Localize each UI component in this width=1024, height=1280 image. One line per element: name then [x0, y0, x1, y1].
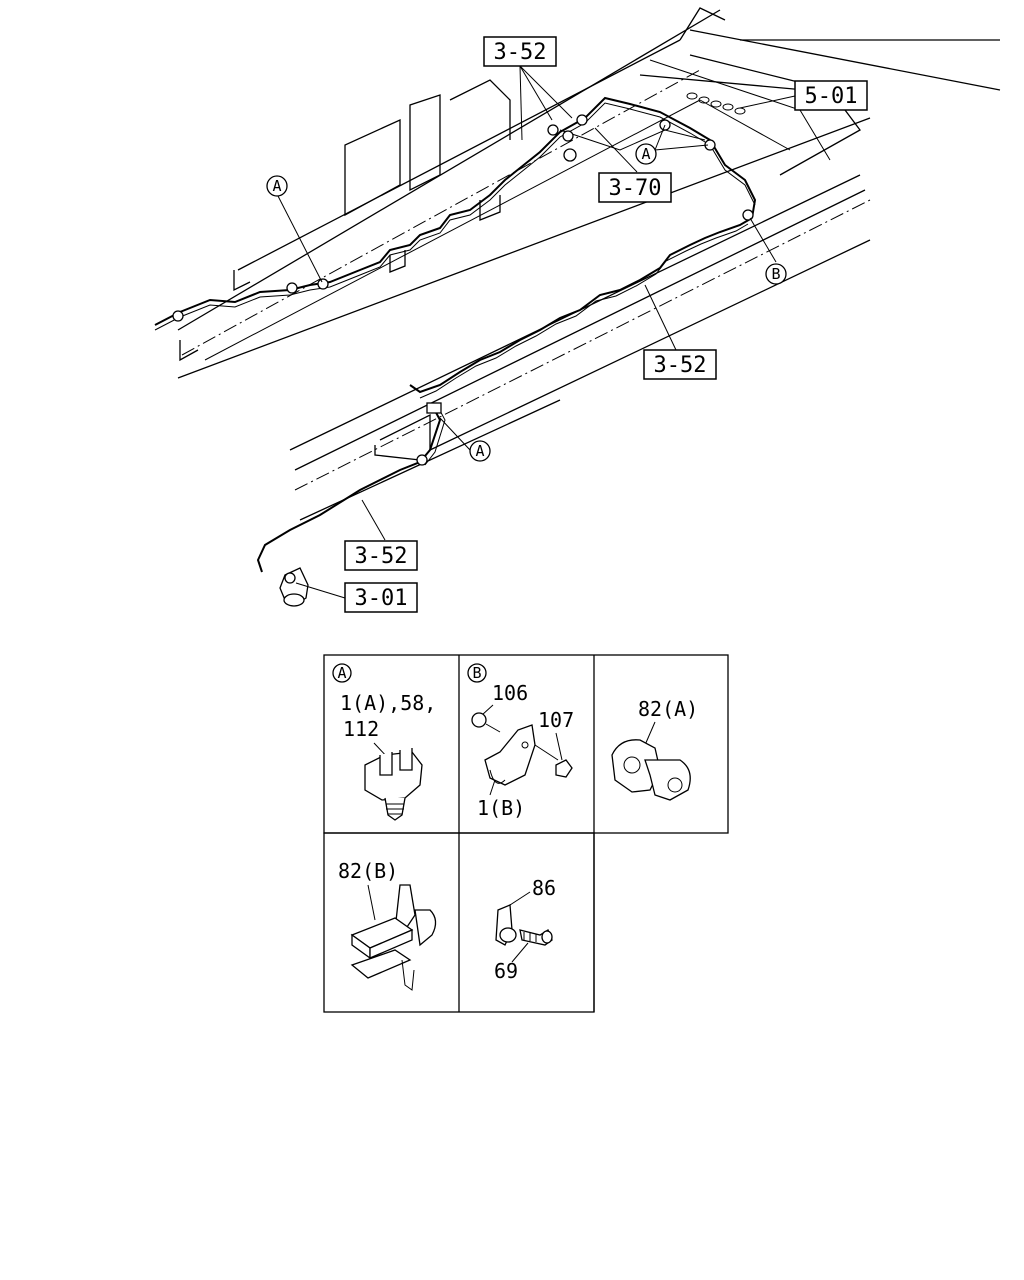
brake-pipes — [154, 96, 757, 573]
callout-3-52-top: 3-52 — [483, 36, 557, 67]
marker-a-bottom: A — [469, 440, 491, 462]
clamp-86-drawing — [495, 904, 553, 946]
chassis-frame — [177, 7, 1001, 521]
svg-text:A: A — [475, 442, 484, 460]
marker-b: B — [765, 263, 787, 285]
detail-82b: 82(B) — [338, 859, 437, 991]
callout-5-01: 5-01 — [794, 80, 868, 111]
part-86-label: 86 — [532, 876, 556, 900]
leader-lines — [277, 65, 796, 599]
clip-82b-drawing — [350, 884, 437, 991]
marker-a-left: A — [266, 175, 288, 197]
svg-text:B: B — [771, 265, 780, 283]
detail-grid — [323, 654, 729, 1013]
callout-3-52-right: 3-52 — [643, 349, 717, 380]
part-82a-label: 82(A) — [638, 697, 698, 721]
detail-b: B 106 107 1(B) — [467, 663, 574, 820]
callout-3-01: 3-01 — [344, 582, 418, 613]
callout-label: 5-01 — [805, 84, 858, 109]
callout-label: 3-01 — [355, 586, 408, 611]
detail-a-label-1: 1(A),58, — [340, 691, 436, 715]
callout-label: 3-70 — [609, 176, 662, 201]
brake-hose-fitting — [279, 567, 309, 607]
svg-text:A: A — [272, 177, 281, 195]
callout-3-52-bottom: 3-52 — [344, 540, 418, 571]
clip-82a-drawing — [611, 739, 691, 801]
marker-a-top: A — [635, 143, 657, 165]
part-82b-label: 82(B) — [338, 859, 398, 883]
part-1b-label: 1(B) — [477, 796, 525, 820]
callout-label: 3-52 — [355, 544, 408, 569]
part-69-label: 69 — [494, 959, 518, 983]
part-106-label: 106 — [492, 681, 528, 705]
svg-text:A: A — [641, 145, 650, 163]
callout-label: 3-52 — [654, 353, 707, 378]
pipe-clips — [172, 114, 754, 466]
callout-label: 3-52 — [494, 40, 547, 65]
detail-a-label-2: 112 — [343, 717, 379, 741]
part-107-label: 107 — [538, 708, 574, 732]
callout-3-70: 3-70 — [598, 172, 672, 203]
crossmember-holes — [686, 92, 746, 115]
clip-a-drawing — [364, 748, 423, 821]
detail-a: A 1(A),58, 112 — [332, 663, 436, 821]
bracket-b-drawing — [471, 712, 573, 786]
svg-text:A: A — [337, 664, 346, 682]
detail-82a: 82(A) — [611, 697, 698, 801]
svg-text:B: B — [472, 664, 481, 682]
detail-86-69: 86 69 — [494, 876, 556, 983]
